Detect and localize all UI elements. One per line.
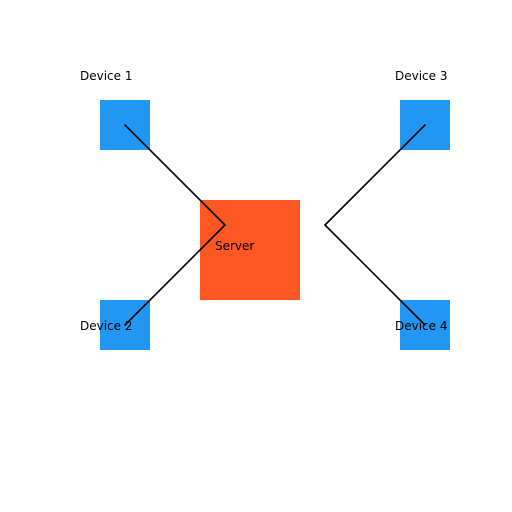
link-device-3-server xyxy=(324,124,426,226)
device-1-label: Device 1 xyxy=(80,69,133,83)
device-2-label: Device 2 xyxy=(80,319,133,333)
device-4-label: Device 4 xyxy=(395,319,448,333)
link-device-4-server xyxy=(324,224,426,326)
server-label: Server xyxy=(215,239,254,253)
device-3-label: Device 3 xyxy=(395,69,448,83)
link-device-1-server xyxy=(124,124,226,226)
link-device-2-server xyxy=(124,224,226,326)
